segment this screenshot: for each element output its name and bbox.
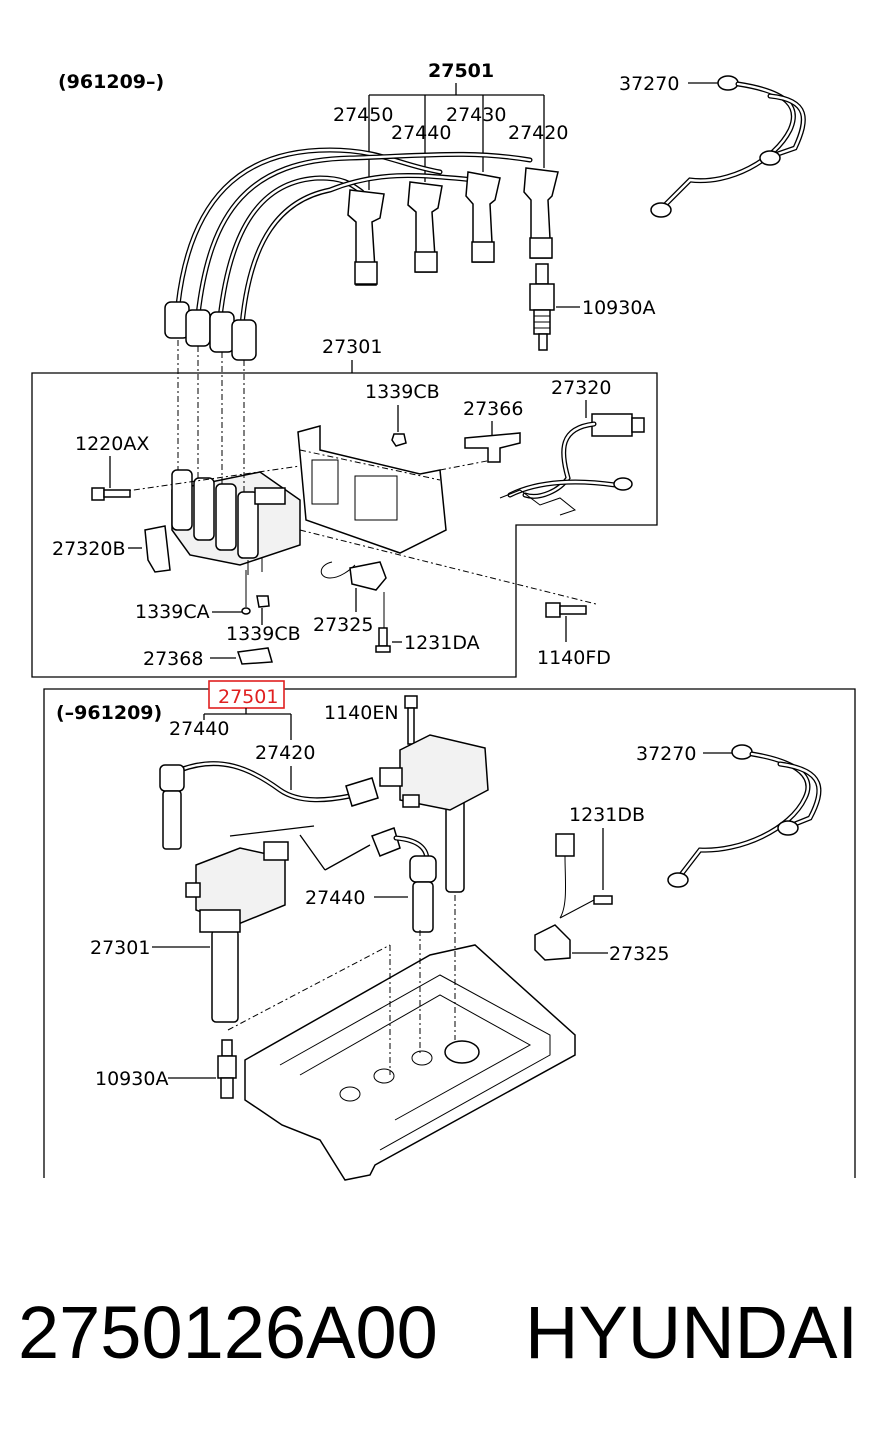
lower-label-27440-b: 27440 — [305, 887, 365, 909]
upper-clip — [237, 647, 273, 665]
upper-label-1231da: 1231DA — [404, 632, 480, 654]
upper-label-37270: 37270 — [619, 73, 679, 95]
lower-ground-cable — [667, 744, 822, 888]
footer-brand: HYUNDAI — [525, 1291, 859, 1374]
lower-ignition-wire — [159, 761, 379, 850]
lower-bolt-1140en — [404, 695, 418, 745]
upper-label-27450: 27450 — [333, 104, 393, 126]
lower-condenser — [534, 833, 613, 961]
upper-bracket-plate — [119, 425, 493, 554]
lower-coil-rear — [379, 734, 489, 893]
upper-date-range: (961209–) — [58, 71, 164, 93]
upper-label-27320: 27320 — [551, 377, 611, 399]
lower-date-range: (–961209) — [56, 702, 162, 724]
upper-condenser — [320, 561, 387, 640]
lower-head-cover — [227, 895, 576, 1181]
upper-label-27320b: 27320B — [52, 538, 125, 560]
upper-label-27366: 27366 — [463, 398, 523, 420]
upper-label-1339ca: 1339CA — [135, 601, 210, 623]
upper-label-27440: 27440 — [391, 122, 451, 144]
upper-label-27430: 27430 — [446, 104, 506, 126]
upper-label-1339cb-lower: 1339CB — [226, 623, 301, 645]
nut-icon-lower — [256, 595, 270, 608]
lower-27501-leader — [203, 708, 292, 740]
upper-label-27301: 27301 — [322, 336, 382, 358]
upper-label-27368: 27368 — [143, 648, 203, 670]
lower-label-27440-a: 27440 — [169, 718, 229, 740]
upper-label-1140fd: 1140FD — [537, 647, 611, 669]
upper-ground-cable — [650, 75, 806, 218]
upper-27501-leader — [368, 83, 545, 190]
upper-label-10930a: 10930A — [582, 297, 655, 319]
leader-lower-guide — [299, 834, 326, 871]
upper-coil-pack — [171, 469, 301, 575]
leader-lower-guide-2 — [229, 825, 315, 837]
lower-label-1140en: 1140EN — [324, 702, 399, 724]
upper-label-27325: 27325 — [313, 614, 373, 636]
footer: 2750126A00 HYUNDAI — [0, 1290, 887, 1400]
upper-label-1220ax: 1220AX — [75, 433, 149, 455]
lower-label-27420: 27420 — [255, 742, 315, 764]
lower-label-37270: 37270 — [636, 743, 696, 765]
upper-coil-bracket — [144, 525, 171, 573]
washer-icon — [241, 607, 251, 615]
nut-icon — [391, 433, 407, 447]
lower-label-1231db: 1231DB — [569, 804, 645, 826]
upper-guide-1140fd — [299, 529, 597, 605]
upper-harness — [499, 413, 645, 516]
highlighted-part-box — [208, 680, 285, 709]
lower-label-27501: 27501 — [218, 686, 278, 708]
upper-screw-1231da — [375, 627, 391, 653]
footer-part-number: 2750126A00 — [18, 1291, 438, 1374]
upper-wire-guides — [177, 340, 245, 492]
lower-group-frame — [43, 688, 856, 1178]
upper-small-bracket — [464, 432, 521, 463]
lower-wire-27440 — [371, 827, 437, 933]
lower-coil-front — [185, 841, 289, 1023]
upper-bolt-1220ax — [91, 487, 131, 501]
upper-label-27420: 27420 — [508, 122, 568, 144]
lower-label-27301: 27301 — [90, 937, 150, 959]
upper-label-1339cb-top: 1339CB — [365, 381, 440, 403]
lower-spark-plug — [217, 1039, 237, 1099]
upper-group-frame — [31, 372, 658, 678]
upper-spark-plug — [529, 263, 555, 351]
lower-label-27325: 27325 — [609, 943, 669, 965]
lower-label-10930a: 10930A — [95, 1068, 168, 1090]
upper-ignition-wires — [175, 147, 533, 328]
upper-plug-boots — [347, 167, 559, 286]
leader-lower-guide-3 — [324, 844, 371, 871]
upper-label-27501: 27501 — [428, 60, 494, 82]
upper-bolt-1140fd — [545, 602, 587, 618]
